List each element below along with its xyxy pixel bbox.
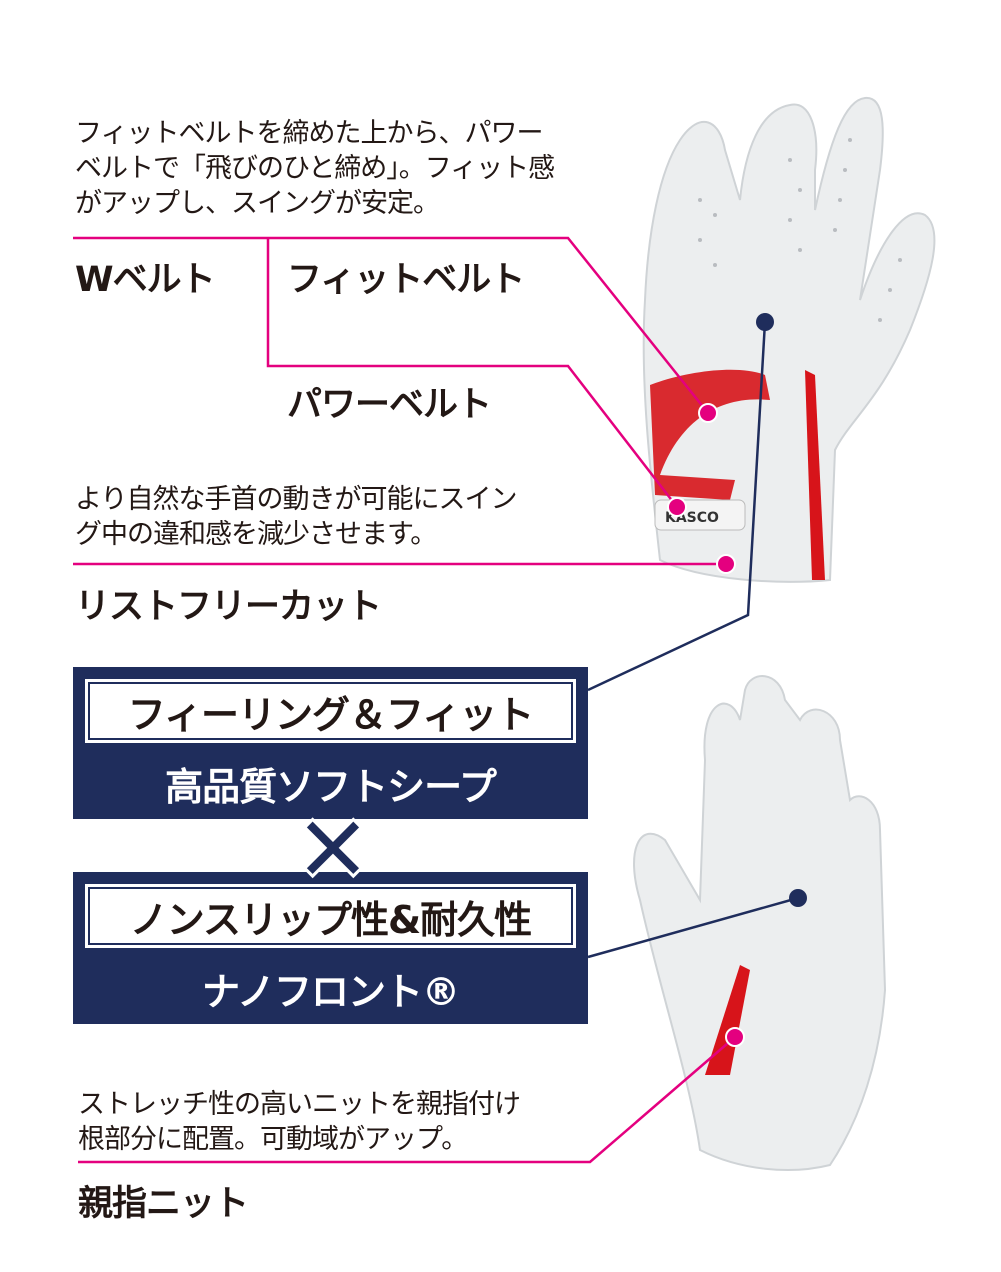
fit-belt-callout-line — [73, 236, 709, 414]
feature1-box: フィーリング＆フィット 高品質ソフトシープ — [73, 667, 588, 819]
cross-icon: × — [291, 789, 374, 901]
text-line: がアップし、スイングが安定。 — [75, 188, 440, 219]
feature2-title: ノンスリップ性&耐久性 — [83, 882, 578, 950]
feature2-box: ノンスリップ性&耐久性 ナノフロント® — [73, 872, 588, 1024]
fit-belt-dot — [698, 403, 718, 423]
glove-palm-image — [633, 675, 887, 1171]
thumb-title: 親指ニット — [78, 1184, 249, 1224]
wrist-dot — [716, 554, 736, 574]
power-belt-label: パワーベルト — [287, 385, 492, 425]
wrist-title: リストフリーカット — [75, 587, 382, 627]
feature2-callout-line — [587, 896, 799, 959]
wrist-description: より自然な手首の動きが可能にスイン グ中の違和感を減少させます。 — [75, 482, 517, 552]
wbelt-title: Wベルト — [75, 260, 216, 300]
feature1-dot — [756, 313, 774, 331]
text-line: より自然な手首の動きが可能にスイン — [75, 484, 517, 515]
text-line: ベルトで「飛びのひと締め」。フィット感 — [75, 153, 555, 184]
feature1-callout-line — [587, 321, 767, 692]
thumb-description: ストレッチ性の高いニットを親指付け 根部分に配置。可動域がアップ。 — [78, 1087, 521, 1157]
text-line: グ中の違和感を減少させます。 — [75, 519, 437, 550]
feature2-material: ナノフロント® — [201, 969, 460, 1014]
fit-belt-label: フィットベルト — [287, 260, 525, 300]
feature2-dot — [789, 889, 807, 907]
text-line: ストレッチ性の高いニットを親指付け — [78, 1089, 521, 1120]
text-line: フィットベルトを締めた上から、パワー — [75, 118, 543, 149]
glove-back-image: KASCO — [642, 96, 936, 583]
feature1-material: 高品質ソフトシープ — [165, 764, 497, 809]
thumb-dot — [725, 1027, 745, 1047]
power-belt-callout-line — [266, 238, 678, 508]
feature1-title: フィーリング＆フィット — [83, 677, 578, 745]
thumb-callout-line — [78, 1036, 736, 1164]
power-belt-dot — [667, 497, 687, 517]
wbelt-description: フィットベルトを締めた上から、パワー ベルトで「飛びのひと締め」。フィット感 が… — [75, 116, 555, 221]
text-line: 根部分に配置。可動域がアップ。 — [78, 1124, 468, 1155]
